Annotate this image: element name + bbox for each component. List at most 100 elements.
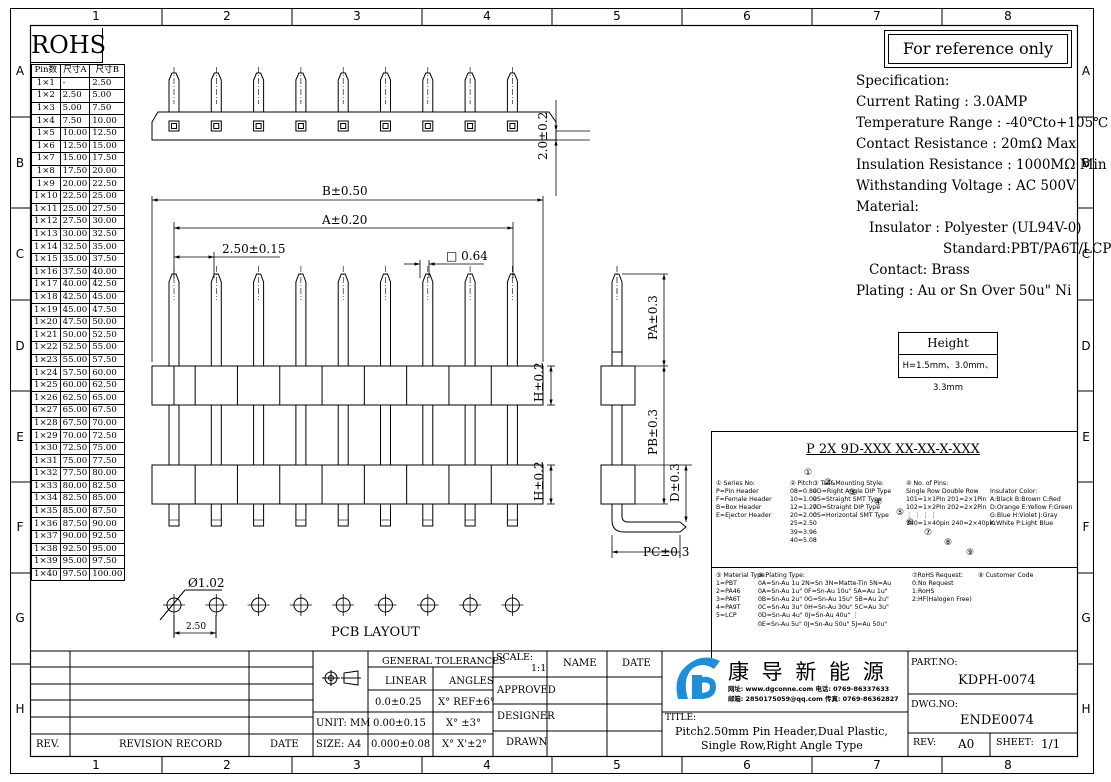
col-label: 5	[613, 758, 621, 772]
linear-tol-3: 0.000±0.08	[371, 739, 431, 750]
linear-tol-1: 0.0±0.25	[375, 697, 422, 708]
option-line: G:Blue H:Violet J:Gray	[990, 512, 1058, 520]
option-line: Single Row Double Row	[906, 488, 979, 496]
front-view-pin-tail	[464, 503, 476, 527]
row-label: A	[15, 64, 25, 78]
top-view-pin-square	[253, 120, 265, 132]
spec-contact: Contact: Brass	[869, 262, 970, 278]
company-logo	[676, 657, 720, 699]
top-view-pin-square-inner	[255, 123, 262, 129]
top-view-pin-square	[464, 120, 476, 132]
row-label: E	[1082, 430, 1090, 444]
col-label: 6	[743, 9, 751, 23]
col-label: 1	[92, 9, 100, 23]
option-line: 20=2.00	[790, 512, 817, 520]
col-label: 5	[613, 9, 621, 23]
front-view-pin-tail	[380, 503, 391, 527]
dwg-no-value: ENDE0074	[960, 713, 1034, 728]
scale-value: 1:1	[531, 663, 547, 674]
top-view-pin-square	[168, 120, 180, 132]
top-view-pin-square-inner	[509, 123, 516, 129]
part-no-label: PART.NO:	[911, 657, 958, 668]
option-line: 39=3.96	[790, 528, 817, 536]
option-line: 0:No Request	[912, 580, 954, 588]
rev-label: REV.	[36, 739, 60, 750]
drawn-label: DRAWN	[506, 737, 548, 748]
dim-pcb-pitch: 2.50	[186, 622, 207, 632]
part-code-markers: ① ② ③ ④ ⑤ ⑥ ⑦ ⑧ ⑨	[804, 458, 974, 558]
linear-tol-2: 0.00±0.15	[373, 718, 426, 729]
linear-label: LINEAR	[385, 676, 427, 687]
option-line: ③ Tail&Mounting Style:	[813, 480, 884, 487]
option-line: F=Female Header	[716, 496, 772, 504]
option-line: 0A=Sn-Au 1u 2N=Sn 3N=Matte-Tin 5N=Au	[758, 580, 892, 588]
row-label: G	[1081, 611, 1091, 625]
front-view-pin-tail	[337, 503, 349, 527]
scale-label: SCALE:	[496, 652, 534, 663]
angle-tol-1: X° REF±6°	[438, 697, 495, 708]
front-view-pin-tail	[422, 503, 434, 527]
marker-1: ①	[804, 468, 813, 478]
option-line: 0A=Sn-Au 1u" 0F=Sn-Au 10u" 5A=Au 1u"	[758, 588, 888, 596]
pin-table-cell: 100.00	[89, 567, 126, 582]
option-line: 5=LCP	[716, 612, 737, 620]
option-line: ⑦RoHS Request:	[912, 572, 964, 579]
marker-4: ④	[874, 498, 883, 508]
top-view-pin-square-inner	[467, 123, 474, 129]
marker-7: ⑦	[924, 528, 933, 538]
option-line: 9S=Straight SMT Type	[813, 496, 882, 504]
option-line: Insulator Color:	[990, 488, 1038, 495]
front-view-pin-tail	[210, 503, 222, 527]
height-title: Height	[899, 333, 997, 355]
company-contact-2: 邮箱: 2850175059@qq.com 传真: 0769-86362827	[728, 695, 899, 703]
part-code-segment: XX	[917, 442, 936, 457]
dwg-no-label: DWG.NO:	[911, 699, 958, 710]
angle-tol-3: X° X'±2°	[442, 739, 487, 750]
option-custom: ⑧ Customer Code	[978, 572, 1034, 579]
option-tail: ③ Tail&Mounting Style:9D=Right Angle DIP…	[813, 480, 891, 520]
pin-table-cell: 10.00	[89, 114, 126, 128]
general-tolerances: GENERAL TOLERANCES	[382, 656, 506, 667]
row-label: B	[1081, 156, 1091, 170]
rohs-label: ROHS	[31, 28, 106, 63]
col-label: 6	[743, 758, 751, 772]
row-label: A	[1081, 64, 1091, 78]
option-line: ⑥ Plating Type:	[758, 572, 806, 579]
option-line: 102=1×2Pin 202=2×2Pin	[906, 504, 987, 512]
top-view-pin-square-inner	[213, 123, 220, 129]
unit-label: UNIT: MM	[316, 718, 371, 729]
row-label: C	[15, 247, 25, 261]
spec-withstanding-voltage: Withstanding Voltage : AC 500V	[856, 178, 1076, 194]
option-line: 2=PA46	[716, 588, 741, 596]
top-view-pin-square	[506, 120, 518, 132]
height-values: H=1.5mm、3.0mm、3.3mm	[902, 361, 994, 393]
top-view-pin-square-inner	[424, 123, 431, 129]
front-view-housing-1	[151, 365, 544, 406]
col-label: 8	[1004, 9, 1012, 23]
part-code-segment: -	[859, 442, 864, 457]
pin-table-cell: 50.00	[89, 315, 126, 330]
option-line: 140=1×40pin 240=2×40pin	[906, 520, 996, 528]
spec-material-heading: Material:	[856, 199, 919, 215]
sheet-value: 1/1	[1041, 737, 1061, 751]
part-code-panel	[711, 431, 1078, 658]
spec-insulator: Insulator : Polyester (UL94V-0)	[869, 220, 1082, 236]
option-line: A:Black B:Brown C:Red	[990, 496, 1061, 504]
